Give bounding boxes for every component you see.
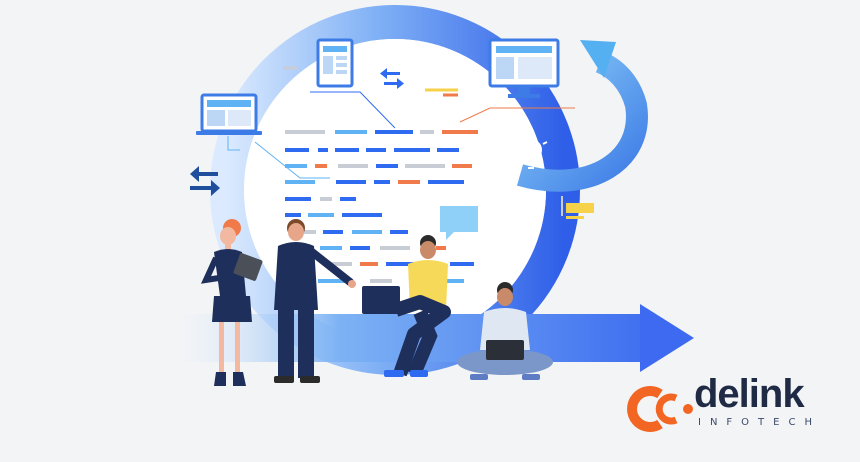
swap-arrows-icon: [380, 68, 404, 89]
laptop-icon: [196, 93, 262, 135]
swap-arrows-left-icon: [190, 166, 220, 196]
code-lines: [285, 130, 478, 283]
brand-logo-icon: [627, 386, 693, 432]
note-icon: [561, 196, 594, 219]
cycle-arrow-icon: [516, 40, 648, 192]
woman-with-tablet: [200, 219, 263, 386]
developer-with-laptop: [362, 235, 451, 377]
document-icon: [316, 38, 354, 88]
man-sitting-with-laptop: [457, 282, 553, 380]
connector-lines: [227, 66, 575, 179]
chat-bubble-icon: [440, 206, 478, 240]
man-in-suit: [274, 219, 356, 383]
brand-tagline: INFOTECH: [698, 417, 821, 428]
brand-name: delink: [694, 372, 805, 416]
desktop-monitor-icon: [488, 38, 560, 98]
brand-logo: delink INFOTECH: [632, 374, 852, 438]
lightbulb-icon: [514, 139, 548, 169]
